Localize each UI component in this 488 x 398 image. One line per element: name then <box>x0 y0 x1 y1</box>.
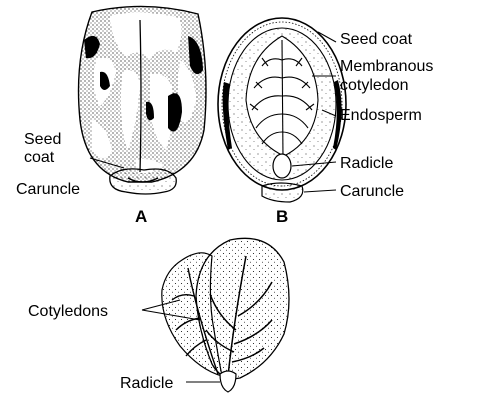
label-b-endosperm: Endosperm <box>340 107 422 124</box>
label-b-membranous-line2: cotyledon <box>340 77 409 94</box>
panel-a-letter: A <box>135 207 147 226</box>
label-a-caruncle: Caruncle <box>16 181 80 198</box>
panel-b-letter: B <box>276 207 288 226</box>
label-b-radicle: Radicle <box>340 155 393 172</box>
label-c-cotyledons: Cotyledons <box>28 303 108 320</box>
seed-b-section-drawing <box>218 18 346 202</box>
cotyledons-drawing <box>142 238 289 392</box>
label-b-seed-coat: Seed coat <box>340 31 413 48</box>
label-c-radicle: Radicle <box>120 375 173 392</box>
seed-a-drawing <box>79 6 207 194</box>
label-a-seed-coat-line1: Seed <box>24 131 61 148</box>
label-b-caruncle: Caruncle <box>340 183 404 200</box>
label-b-membranous-line1: Membranous <box>340 58 433 75</box>
label-a-seed-coat-line2: coat <box>24 149 55 166</box>
